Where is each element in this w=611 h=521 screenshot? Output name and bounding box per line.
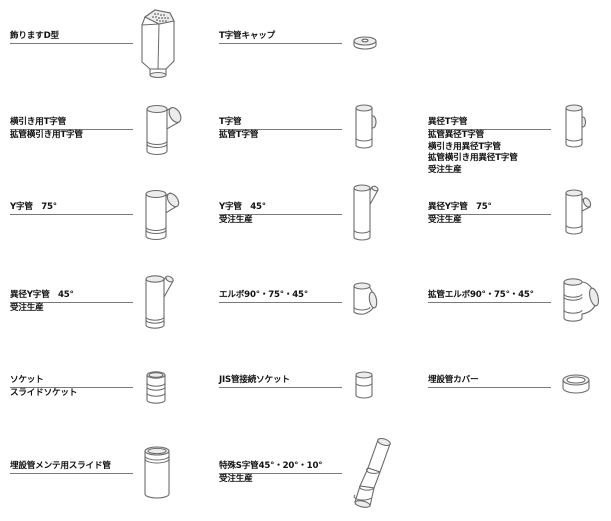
item-subname: スライドソケット bbox=[10, 388, 78, 398]
item-rule bbox=[219, 214, 342, 215]
item-subname: 拡管横引き用異径T字管 bbox=[428, 153, 518, 163]
item-name: JIS管接続ソケット bbox=[219, 375, 290, 385]
item-subname: 受注生産 bbox=[10, 303, 44, 313]
item-name: 拡管エルボ90°・75°・45° bbox=[428, 290, 534, 300]
item-rule bbox=[428, 387, 551, 388]
item-name: 異径T字管 bbox=[428, 117, 468, 127]
item-subname: 受注生産 bbox=[428, 164, 462, 175]
item-rule bbox=[219, 129, 342, 130]
special-s-figure bbox=[350, 430, 400, 518]
item-name: 埋設管メンテ用スライド管 bbox=[10, 461, 111, 471]
item-name: 異径Y字管 75° bbox=[428, 202, 492, 212]
item-name: Y字管 45° bbox=[219, 202, 266, 212]
t-figure bbox=[352, 102, 382, 152]
item-subname: 横引き用異径T字管 bbox=[428, 141, 501, 152]
item-subname: 受注生産 bbox=[219, 215, 253, 225]
item-rule bbox=[428, 129, 551, 130]
horizontal-t-figure bbox=[143, 102, 185, 158]
item-rule bbox=[10, 387, 133, 388]
item-name: T字管キャップ bbox=[219, 31, 276, 41]
item-rule bbox=[219, 473, 342, 474]
item-subname: 拡管横引き用T字管 bbox=[10, 130, 83, 140]
y75-figure bbox=[142, 188, 184, 244]
item-name: エルボ90°・75°・45° bbox=[219, 290, 308, 300]
item-subname: 受注生産 bbox=[219, 474, 253, 484]
item-rule bbox=[10, 473, 133, 474]
item-subname: 拡管T字管 bbox=[219, 130, 259, 140]
item-name: 埋設管カバー bbox=[428, 375, 479, 385]
item-rule bbox=[10, 214, 133, 215]
item-name: 横引き用T字管 bbox=[10, 117, 67, 127]
item-name: 特殊S字管45°・20°・10° bbox=[219, 461, 323, 471]
item-name: ソケット bbox=[10, 375, 44, 385]
item-rule bbox=[219, 302, 342, 303]
elbow-figure bbox=[350, 280, 380, 320]
item-rule bbox=[219, 387, 342, 388]
reducing-y75-figure bbox=[562, 187, 592, 239]
buried-cover-figure bbox=[560, 372, 592, 398]
item-name: 飾りますD型 bbox=[10, 31, 59, 41]
socket-figure bbox=[144, 369, 168, 407]
buried-slide-figure bbox=[142, 445, 172, 501]
reducing-y45-figure bbox=[142, 271, 182, 333]
y45-figure bbox=[350, 182, 382, 244]
item-name: 異径Y字管 45° bbox=[10, 290, 74, 300]
jis-socket-figure bbox=[353, 370, 375, 402]
item-subname: 拡管異径T字管 bbox=[428, 130, 485, 140]
item-name: T字管 bbox=[219, 117, 242, 127]
item-rule bbox=[10, 302, 133, 303]
reducing-t-figure bbox=[562, 102, 592, 152]
item-name: Y字管 75° bbox=[10, 202, 57, 212]
kazarimasu-d-figure bbox=[136, 7, 180, 79]
item-rule bbox=[219, 43, 342, 44]
item-rule bbox=[428, 302, 551, 303]
item-rule bbox=[10, 129, 133, 130]
t-cap-figure bbox=[352, 34, 378, 52]
item-subname: 受注生産 bbox=[428, 215, 462, 225]
item-rule bbox=[428, 214, 551, 215]
item-rule bbox=[10, 43, 133, 44]
expanded-elbow-figure bbox=[560, 276, 602, 326]
